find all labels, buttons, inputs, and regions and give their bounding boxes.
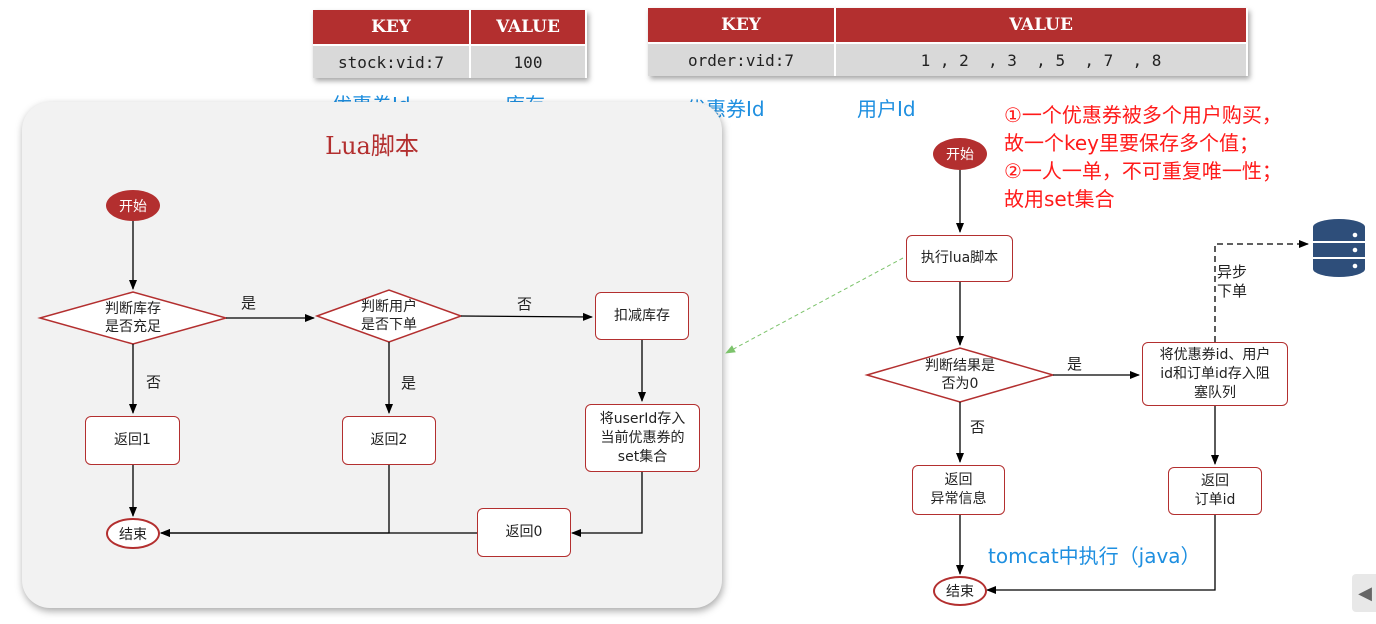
lua-start-node: 开始 — [106, 190, 160, 221]
tomcat-return-order-box: 返回 订单id — [1168, 467, 1262, 515]
tomcat-save-queue-box: 将优惠券id、用户 id和订单id存入阻 塞队列 — [1142, 342, 1288, 406]
tomcat-async-label: 异步 下单 — [1217, 263, 1248, 300]
tomcat-yes-label: 是 — [1067, 355, 1083, 373]
stock-table-value-cell: 100 — [470, 44, 587, 78]
lua-no-label-2: 否 — [146, 373, 162, 391]
lua-decision-stock: 判断库存 是否充足 — [105, 301, 161, 335]
tomcat-end-node: 结束 — [933, 576, 987, 606]
note-line-1: ①一个优惠券被多个用户购买， — [1004, 103, 1282, 127]
tomcat-decision-result: 判断结果是 否为0 — [925, 358, 995, 392]
stock-table-key-cell: stock:vid:7 — [313, 44, 471, 78]
order-table-key-cell: order:vid:7 — [648, 42, 836, 76]
note-line-2: 故一个key里要保存多个值； — [1004, 131, 1260, 155]
lua-yes-label-2: 是 — [401, 374, 417, 392]
prev-slide-button[interactable]: ◀ — [1352, 574, 1376, 612]
stock-table: KEY VALUE stock:vid:7 100 — [313, 10, 587, 78]
tomcat-start-node: 开始 — [933, 138, 987, 170]
lua-deduct-stock-box: 扣减库存 — [595, 292, 689, 340]
lua-no-label-1: 否 — [517, 295, 533, 313]
lua-return2-box: 返回2 — [342, 416, 436, 465]
lua-return0-box: 返回0 — [477, 508, 571, 557]
stock-table-value-header: VALUE — [470, 10, 587, 45]
note-line-4: 故用set集合 — [1004, 187, 1115, 211]
lua-decision-user: 判断用户 是否下单 — [361, 299, 417, 333]
order-table-key-header: KEY — [648, 8, 836, 43]
order-table: KEY VALUE order:vid:7 1 , 2 , 3 , 5 , 7 … — [648, 8, 1248, 76]
lua-end-node: 结束 — [106, 518, 160, 549]
order-value-caption: 用户Id — [857, 97, 916, 121]
note-line-3: ②一人一单，不可重复唯一性； — [1004, 159, 1282, 183]
tomcat-no-label: 否 — [970, 418, 986, 436]
stock-table-key-header: KEY — [313, 10, 471, 45]
database-icon — [1313, 219, 1365, 277]
lua-save-user-box: 将userId存入 当前优惠券的 set集合 — [585, 404, 700, 472]
lua-return1-box: 返回1 — [85, 416, 180, 465]
order-table-value-cell: 1 , 2 , 3 , 5 , 7 , 8 — [835, 42, 1248, 76]
design-note: ①一个优惠券被多个用户购买， 故一个key里要保存多个值； ②一人一单，不可重复… — [1004, 101, 1282, 213]
order-table-value-header: VALUE — [835, 8, 1248, 43]
tomcat-exec-lua-box: 执行lua脚本 — [906, 235, 1013, 282]
tomcat-return-error-box: 返回 异常信息 — [912, 465, 1005, 515]
chevron-left-icon: ◀ — [1358, 582, 1372, 604]
tomcat-caption: tomcat中执行（java） — [988, 544, 1201, 568]
lua-yes-label-1: 是 — [241, 294, 257, 312]
lua-panel-title: Lua脚本 — [325, 132, 419, 160]
